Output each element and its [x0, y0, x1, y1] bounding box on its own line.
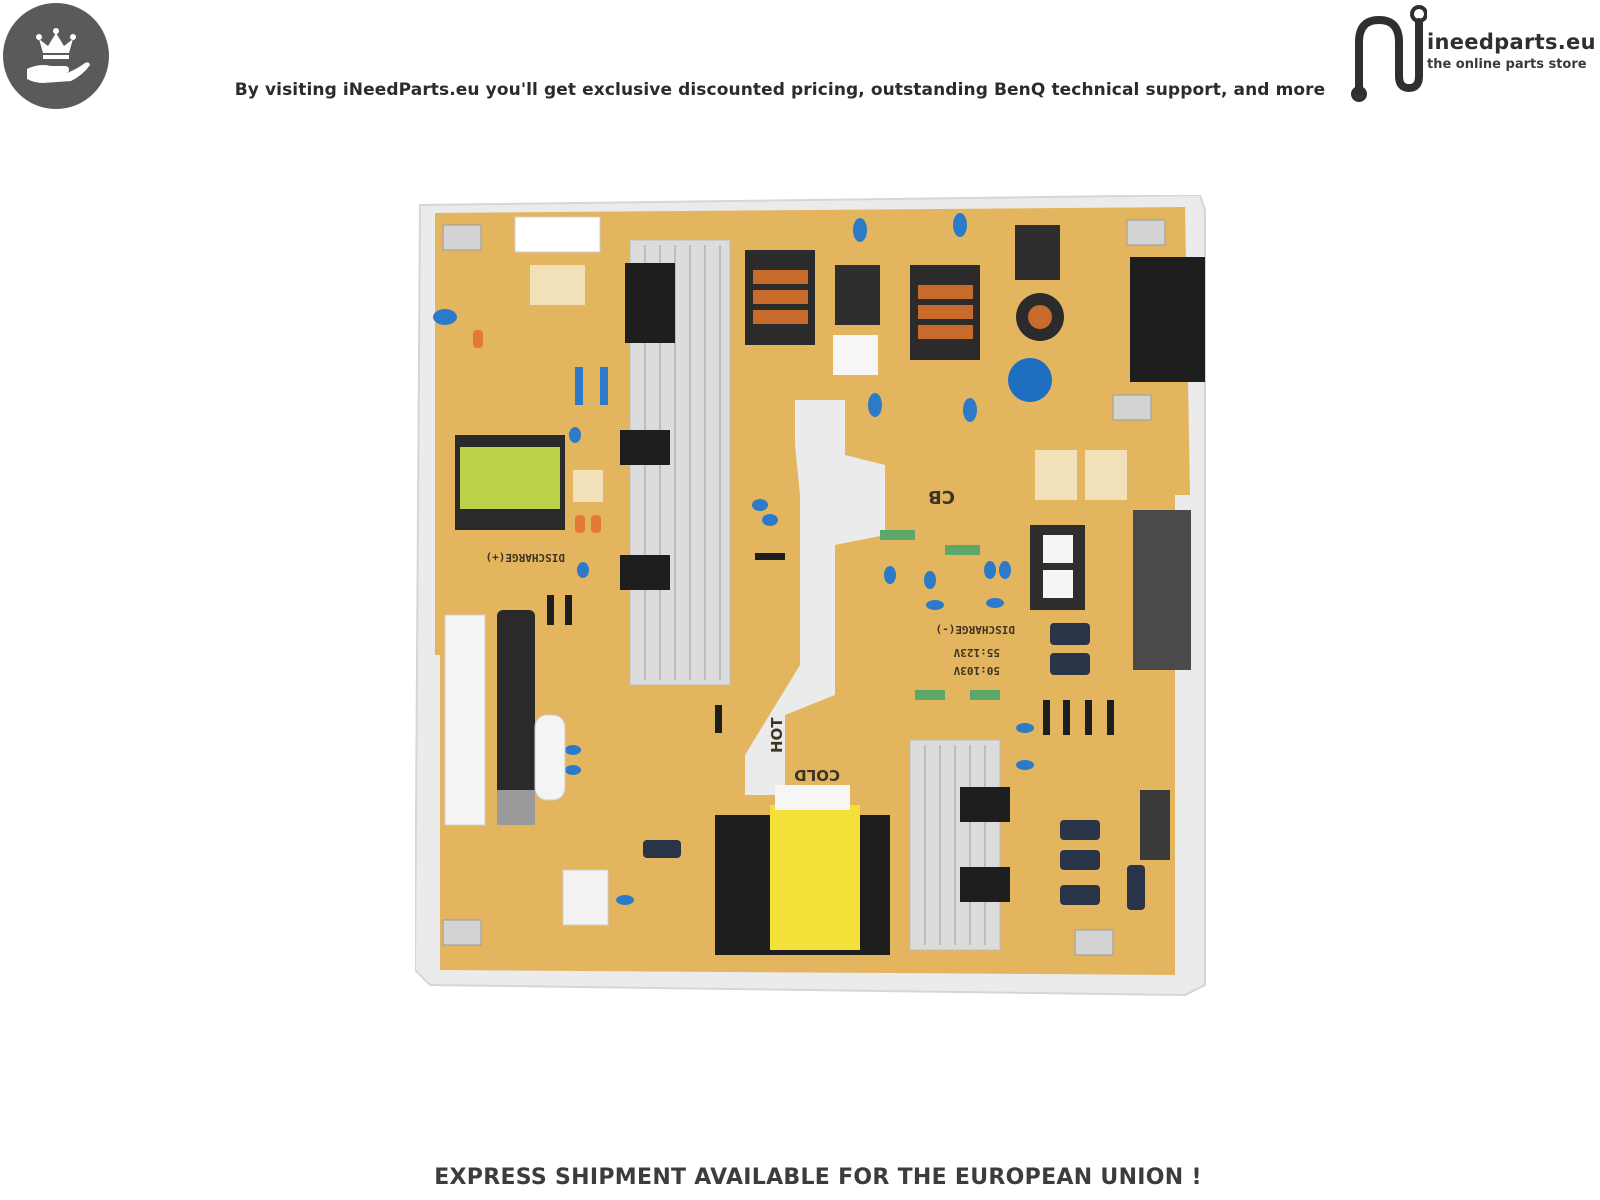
header-tagline: By visiting iNeedParts.eu you'll get exc…: [0, 80, 1600, 100]
silk-cb: CB: [928, 486, 955, 507]
ineedparts-logo[interactable]: ineedparts.eu the online parts store: [1345, 2, 1600, 102]
footer-text: EXPRESS SHIPMENT AVAILABLE FOR THE EUROP…: [434, 1165, 1202, 1190]
silk-discharge-minus: DISCHARGE(-): [936, 623, 1015, 636]
ineedparts-logo-icon: [1351, 5, 1427, 102]
silk-voltage-55: 55:123V: [953, 646, 1000, 659]
crown-hand-icon: [3, 3, 109, 109]
silk-cold: COLD: [794, 766, 840, 784]
logo-name: ineedparts.eu: [1427, 30, 1596, 54]
logo-subtitle: the online parts store: [1427, 57, 1587, 72]
silk-discharge-plus: DISCHARGE(+): [486, 551, 565, 564]
silk-hot: HOT: [768, 717, 786, 753]
tagline-text: By visiting iNeedParts.eu you'll get exc…: [234, 80, 1326, 100]
power-supply-board-image: DISCHARGE(+) DISCHARGE(-) 55:123V 50:103…: [415, 195, 1206, 997]
silk-voltage-50: 50:103V: [953, 664, 1000, 677]
footer-banner: EXPRESS SHIPMENT AVAILABLE FOR THE EUROP…: [0, 1165, 1600, 1190]
